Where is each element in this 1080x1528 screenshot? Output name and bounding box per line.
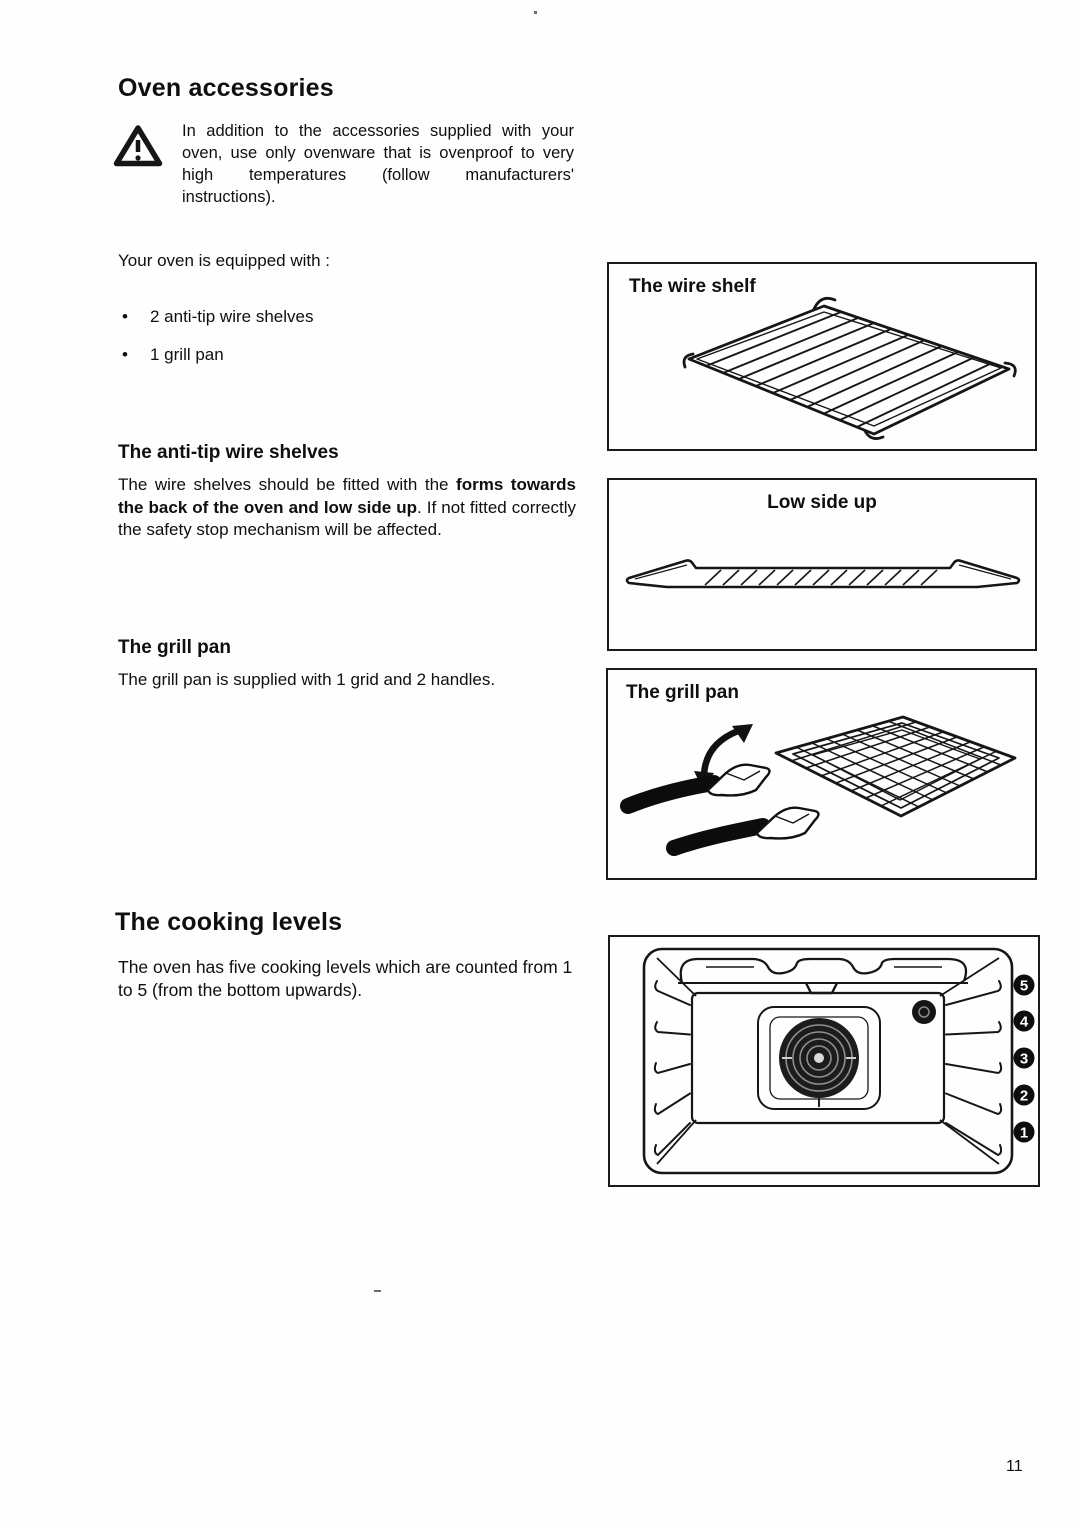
figure-label: Low side up: [767, 492, 877, 513]
body-text-bold-run: forms towards the back of the oven and l…: [118, 475, 576, 517]
level-5-number: 5: [1020, 977, 1028, 994]
oven-cavity-illustration: 5 4 3 2 1: [642, 947, 1035, 1175]
body-text-run: The wire shelves should be fitted with t…: [118, 475, 457, 494]
scan-speck: [534, 11, 537, 14]
scan-speck: [374, 1290, 381, 1292]
level-3-badge: [1013, 1047, 1035, 1069]
level-4-badge: [1013, 1010, 1035, 1032]
figure-label: The wire shelf: [629, 276, 756, 297]
grill-pan-illustration: [620, 715, 1017, 856]
section-heading-grill-pan: The grill pan: [118, 637, 231, 658]
shelf-profile-illustration: [625, 559, 1021, 589]
figure-low-side-up: Low side up: [607, 478, 1037, 651]
equipment-intro: Your oven is equipped with :: [118, 251, 331, 270]
level-1-badge: [1013, 1121, 1035, 1143]
level-3-number: 3: [1020, 1050, 1028, 1067]
figure-wire-shelf: The wire shelf: [607, 262, 1037, 451]
oven-lamp-icon: [912, 1000, 936, 1024]
list-item-label: 2 anti-tip wire shelves: [150, 307, 314, 326]
page-number: 11: [1006, 1458, 1023, 1475]
level-5-badge: [1013, 974, 1035, 996]
list-item: • 2 anti-tip wire shelves: [122, 307, 313, 327]
figure-label: The grill pan: [626, 682, 739, 703]
section-body-grill-pan: The grill pan is supplied with 1 grid an…: [118, 670, 496, 689]
figure-cooking-levels: 5 4 3 2 1: [608, 935, 1040, 1187]
level-2-number: 2: [1020, 1087, 1028, 1104]
bullet-icon: •: [122, 307, 128, 326]
body-text-run: . If not fitted correctly the safety sto…: [118, 497, 576, 540]
level-1-number: 1: [1020, 1124, 1028, 1141]
bullet-icon: •: [122, 345, 128, 364]
section-heading-cooking-levels: The cooking levels: [115, 908, 343, 936]
level-badges: 5 4 3 2 1: [1013, 974, 1035, 1143]
list-item: • 1 grill pan: [122, 345, 224, 365]
section-heading-anti-tip: The anti-tip wire shelves: [118, 442, 339, 463]
wire-shelf-illustration: [682, 296, 1017, 440]
page-title: Oven accessories: [118, 74, 334, 102]
list-item-label: 1 grill pan: [150, 345, 224, 364]
level-4-number: 4: [1020, 1013, 1029, 1030]
warning-text: In addition to the accessories supplied …: [182, 122, 574, 206]
figure-grill-pan: The grill pan: [606, 668, 1037, 880]
level-2-badge: [1013, 1084, 1035, 1106]
section-body-anti-tip: The wire shelves should be fitted with t…: [118, 474, 576, 542]
section-body-cooking-levels: The oven has five cooking levels which a…: [118, 957, 573, 1000]
warning-triangle-icon: [113, 124, 163, 168]
